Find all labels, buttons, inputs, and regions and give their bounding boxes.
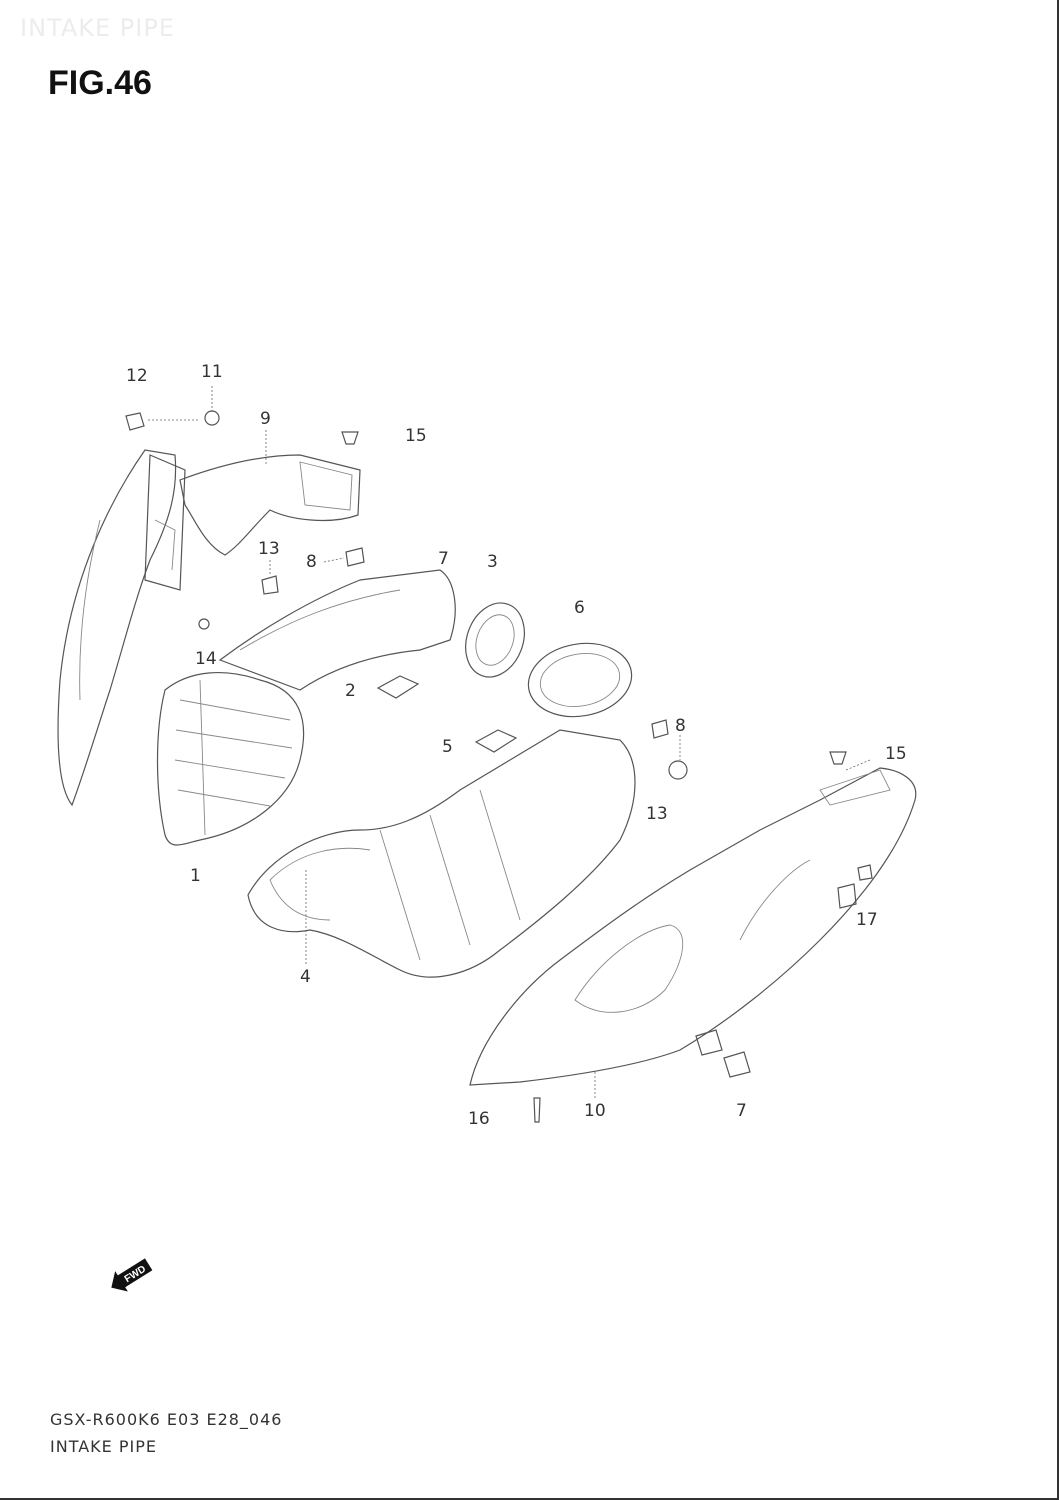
hardware-parts xyxy=(125,410,873,1123)
part-4-intake-duct-front xyxy=(156,672,305,846)
callout-label: 4 xyxy=(300,967,311,987)
callout-label: 1 xyxy=(190,866,201,886)
part-6-oval-gasket xyxy=(527,642,633,718)
callout-label: 6 xyxy=(574,598,585,618)
section-name: INTAKE PIPE xyxy=(50,1437,157,1456)
callout-label: 10 xyxy=(584,1101,606,1121)
part-13-grommet-upper xyxy=(261,575,279,595)
part-2-pad xyxy=(376,675,420,699)
callout-label: 9 xyxy=(260,409,271,429)
callout-label: 13 xyxy=(258,539,280,559)
part-8-clip-lower xyxy=(651,719,669,739)
callout-label: 13 xyxy=(646,804,668,824)
part-15-screw-upper xyxy=(341,431,359,445)
watermark-text: INTAKE PIPE xyxy=(20,14,175,42)
part-9-upper-duct xyxy=(179,454,361,556)
part-4-intake-body-lower xyxy=(247,729,636,978)
callout-label: 16 xyxy=(468,1109,490,1129)
fwd-arrow-icon: FWD xyxy=(111,1258,153,1292)
callout-label: 3 xyxy=(487,552,498,572)
part-1-left-intake-cover xyxy=(57,449,186,807)
callout-label: 15 xyxy=(405,426,427,446)
callout-label: 8 xyxy=(306,552,317,572)
callout-label: 15 xyxy=(885,744,907,764)
intake-upper-tube xyxy=(218,569,456,691)
part-16-screw xyxy=(533,1097,541,1123)
part-13-grommet-lower xyxy=(668,760,688,780)
part-17-nut-b xyxy=(857,864,873,881)
callout-label: 8 xyxy=(675,716,686,736)
callout-label: 7 xyxy=(736,1101,747,1121)
part-17-nut-a xyxy=(837,883,857,909)
callout-label: 11 xyxy=(201,362,223,382)
callout-label: 2 xyxy=(345,681,356,701)
callout-label: 5 xyxy=(442,737,453,757)
callout-label: 14 xyxy=(195,649,217,669)
part-7-nut-a xyxy=(695,1029,723,1056)
callout-labels: 12 11 9 15 13 8 7 3 6 14 2 8 5 13 15 1 1… xyxy=(126,362,907,1129)
part-3-ring-seal xyxy=(465,602,525,678)
part-15-screw-lower xyxy=(829,751,847,765)
part-7-nut-b xyxy=(723,1051,751,1078)
figure-title: FIG.46 xyxy=(48,64,152,102)
part-12-clip xyxy=(125,412,145,431)
leader-lines xyxy=(148,386,871,1098)
callout-label: 12 xyxy=(126,366,148,386)
part-8-clip-upper xyxy=(345,547,365,567)
part-10-right-cover xyxy=(469,767,917,1086)
part-14-grommet xyxy=(198,618,210,630)
part-11-grommet xyxy=(204,410,220,426)
model-code: GSX-R600K6 E03 E28_046 xyxy=(50,1410,283,1429)
part-5-pad xyxy=(474,729,518,753)
callout-label: 7 xyxy=(438,549,449,569)
callout-label: 17 xyxy=(856,910,878,930)
